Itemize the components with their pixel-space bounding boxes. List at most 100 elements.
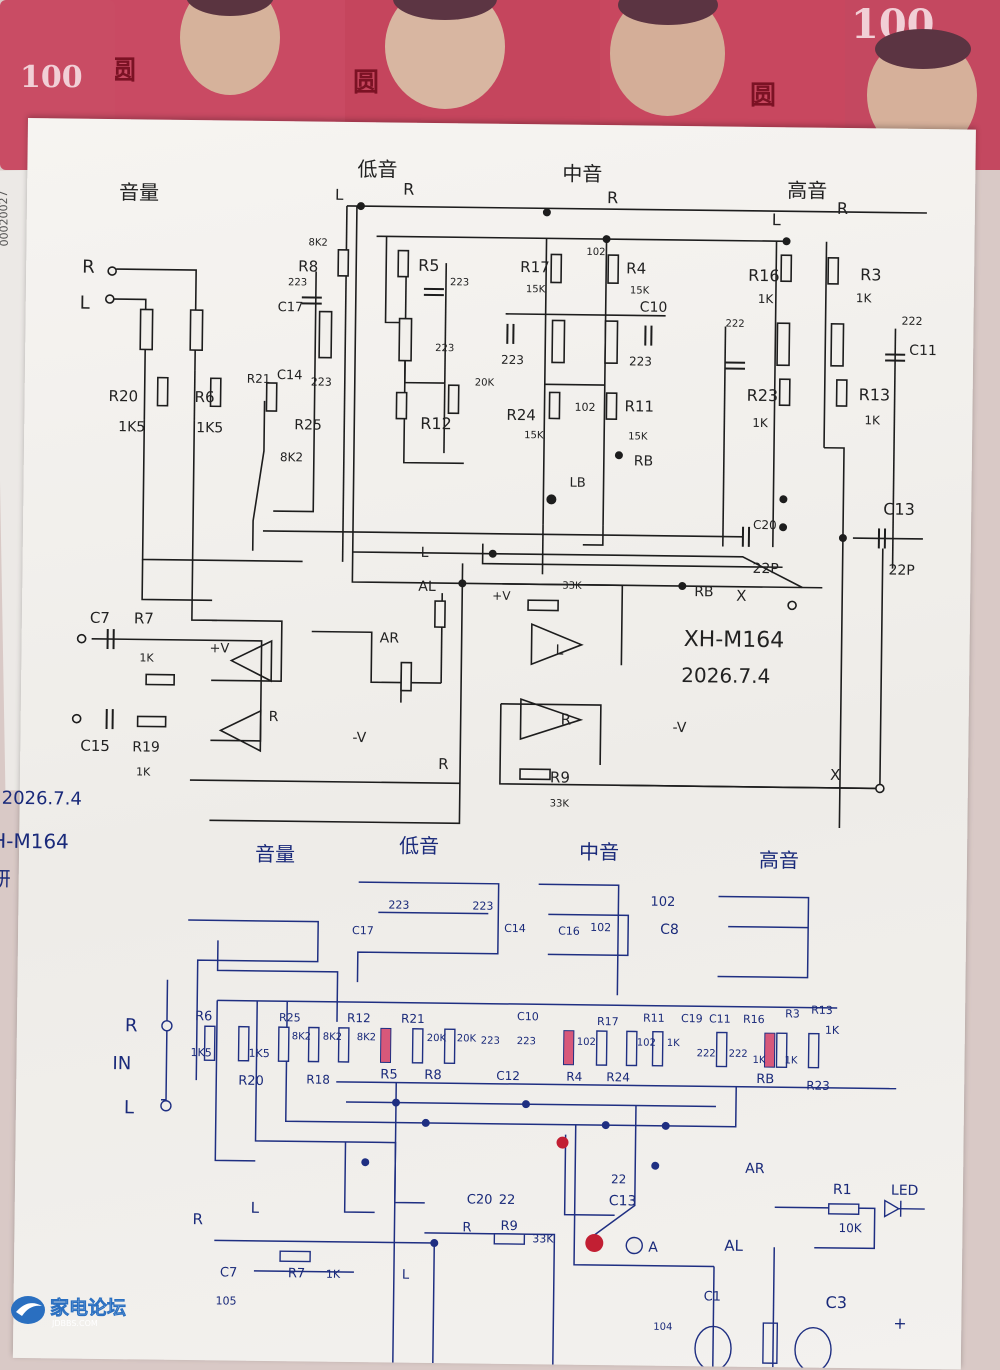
- channel-l: L: [772, 210, 781, 229]
- label-r7: R7: [134, 609, 154, 627]
- label-c11: C11: [909, 343, 937, 359]
- label-r4: R4: [626, 259, 646, 277]
- label-c20: C20: [467, 1192, 493, 1207]
- bottom-value: 223: [481, 1036, 500, 1047]
- amp-label-l: L: [421, 545, 429, 561]
- value-r22: 33K: [562, 581, 582, 592]
- label-r9: R9: [550, 768, 570, 786]
- label-r13: R13: [859, 385, 891, 404]
- value-c16: 102: [574, 401, 595, 414]
- bottom-top-value: 223: [472, 899, 493, 912]
- net-vplus: +V: [492, 589, 511, 603]
- net-x: X: [736, 587, 747, 605]
- value-r7: 1K: [326, 1268, 341, 1281]
- label-c1: C1: [704, 1289, 722, 1304]
- bottom-label-r6: R6: [195, 1009, 212, 1024]
- bottom-value: 1K: [784, 1055, 797, 1066]
- label-r25: R25: [294, 417, 322, 433]
- label-r11: R11: [624, 397, 654, 415]
- label-r20: R20: [108, 387, 138, 405]
- amp-label-r: R: [561, 711, 572, 729]
- bottom-label-r8: R8: [424, 1068, 441, 1083]
- label-r3: R3: [860, 265, 882, 284]
- amp-label-l: L: [555, 642, 563, 658]
- value-c12: 223: [435, 343, 454, 354]
- bottom-top-value: 102: [650, 895, 675, 910]
- net-a: A: [648, 1240, 658, 1256]
- bottom-top-value: 223: [388, 898, 409, 911]
- net-vminus: -V: [352, 730, 366, 746]
- value-c19: 222: [725, 319, 744, 330]
- bottom-value: 222: [697, 1048, 716, 1059]
- label-r5: R5: [418, 256, 440, 275]
- bottom-value: 223: [517, 1036, 536, 1047]
- bottom-value: 8K2: [357, 1032, 376, 1043]
- bottom-section-mid: 中音: [579, 840, 619, 864]
- value-r8b: 20K: [475, 377, 495, 388]
- bottom-label-r17: R17: [597, 1015, 619, 1028]
- net-ar: AR: [745, 1161, 765, 1177]
- label-c13: C13: [883, 499, 915, 518]
- watermark-logo: 家电论坛 JDBBS.COM: [8, 1290, 158, 1330]
- net-vplus: +V: [209, 641, 229, 656]
- label-c17: C17: [278, 300, 304, 315]
- value-r17: 15K: [526, 284, 546, 295]
- bottom-top-value: 102: [590, 921, 611, 934]
- bottom-label-r16: R16: [743, 1013, 765, 1026]
- net-rb: RB: [634, 453, 654, 469]
- bottom-label-c10: C10: [517, 1010, 539, 1023]
- bottom-top-value: C14: [504, 922, 526, 935]
- bottom-section-volume: 音量: [255, 842, 295, 866]
- label-c7: C7: [220, 1265, 238, 1280]
- label-r17: R17: [520, 258, 550, 276]
- bottom-label-c12: C12: [496, 1069, 520, 1083]
- plus-sign: +: [893, 1314, 907, 1333]
- value-c13: 22: [611, 1172, 626, 1186]
- section-label-treble: 高音: [787, 178, 827, 202]
- bottom-top-value: C8: [660, 922, 679, 938]
- margin-model: H-M164: [0, 829, 69, 854]
- label-c15: C15: [80, 737, 110, 755]
- value-r6: 1K5: [196, 420, 223, 436]
- banknote-1: 圆: [100, 0, 360, 130]
- value-r25: 8K2: [280, 450, 303, 464]
- label-c10: C10: [640, 299, 668, 315]
- value-r1: 10K: [838, 1221, 862, 1235]
- bottom-section-bass: 低音: [399, 834, 439, 858]
- label-c13: C13: [609, 1193, 637, 1209]
- label-r18: R8: [298, 257, 318, 275]
- watermark-text: 家电论坛: [50, 1296, 126, 1319]
- label-r9: R9: [500, 1219, 517, 1234]
- channel-l: L: [335, 186, 344, 204]
- portrait-hair: [875, 29, 971, 69]
- bottom-highlight-resistors: [378, 1028, 775, 1254]
- value-r18: 8K2: [308, 237, 327, 248]
- value-r19: 1K: [136, 765, 151, 778]
- bottom-schematic-wires: [158, 880, 899, 1369]
- value-c14: 223: [311, 375, 332, 388]
- net-al: AL: [418, 579, 436, 595]
- channel-r: R: [837, 199, 848, 218]
- net-l: L: [402, 1268, 410, 1283]
- bottom-value: 20K: [457, 1033, 477, 1044]
- value-104: 104: [653, 1322, 672, 1333]
- input-l: L: [80, 293, 90, 314]
- banknote-char: 圆: [353, 62, 379, 99]
- bottom-top-value: C16: [558, 925, 580, 938]
- net-ar: AR: [380, 630, 400, 646]
- bottom-label-r13: R13: [811, 1004, 833, 1017]
- label-c20: C20: [753, 518, 777, 532]
- value-c18: 223: [501, 353, 524, 367]
- net-r: R: [192, 1210, 203, 1228]
- value-r9: 33K: [532, 1232, 554, 1245]
- bottom-label-r4: R4: [566, 1070, 582, 1084]
- bottom-value: 8K2: [292, 1031, 311, 1042]
- forum-watermark: 家电论坛 JDBBS.COM: [8, 1290, 158, 1330]
- net-rb: RB: [694, 584, 714, 600]
- bottom-input-l: L: [124, 1097, 134, 1118]
- value-r16: 1K: [758, 292, 775, 306]
- bottom-label-r21: R21: [401, 1012, 425, 1026]
- bottom-value: 1K5: [249, 1047, 270, 1060]
- bottom-input-r: R: [125, 1015, 138, 1036]
- value-r4: 15K: [630, 285, 650, 296]
